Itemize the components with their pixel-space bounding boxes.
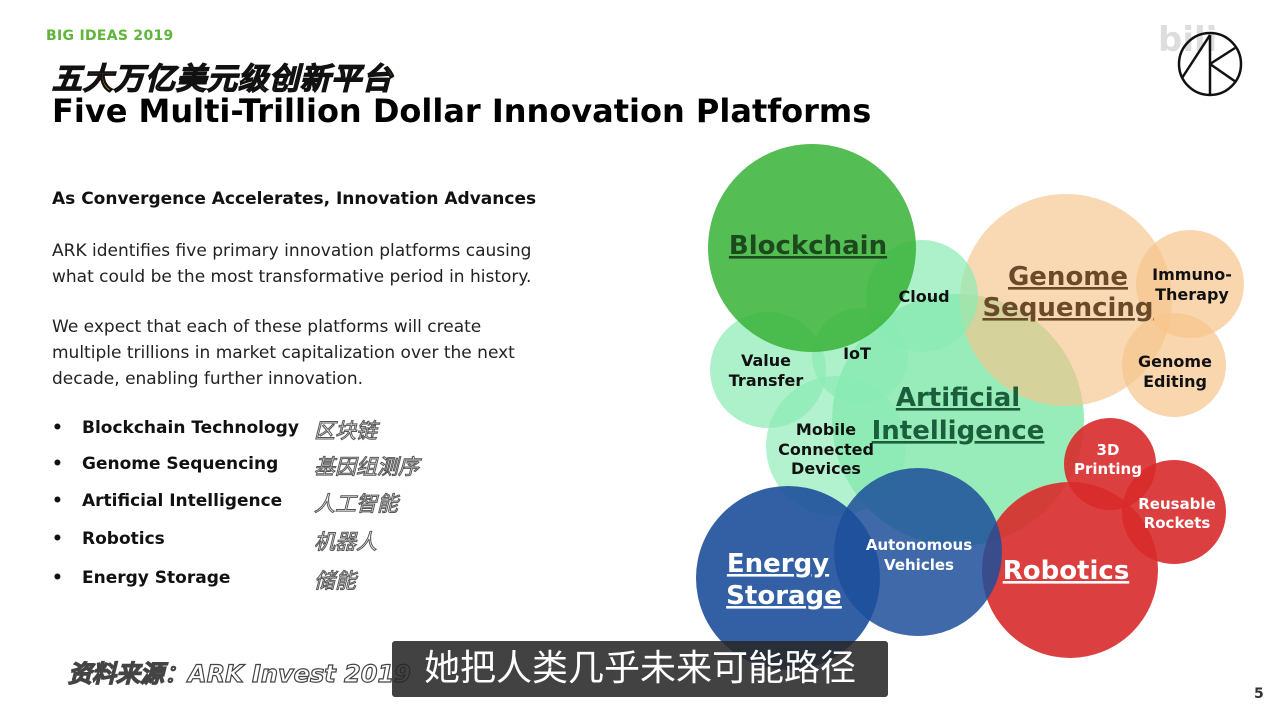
immuno-label-line1: Immuno-: [1152, 265, 1232, 284]
reusable-rockets-bubble: [1122, 460, 1226, 564]
auto-label-line2: Vehicles: [884, 556, 954, 574]
bullet-dot: •: [52, 568, 63, 588]
bullet-label: Blockchain Technology: [82, 418, 299, 438]
energy-label-line1: Energy: [727, 549, 829, 579]
bullet-label-chinese: 人工智能: [314, 492, 399, 517]
cloud-label: Cloud: [898, 287, 949, 306]
bullet-label-chinese: 储能: [314, 569, 357, 594]
printing-label-line2: Printing: [1074, 460, 1142, 478]
bullet-label: Robotics: [82, 529, 165, 549]
ai-label-line2: Intelligence: [872, 416, 1045, 446]
rockets-label-line1: Reusable: [1138, 495, 1216, 513]
title-chinese: 五大万亿美元级创新平台: [51, 61, 393, 97]
ai-label-line1: Artificial: [896, 383, 1020, 413]
mobile-devices-bubble: [766, 376, 906, 516]
bullet-dot: •: [52, 529, 63, 549]
bullet-dot: •: [52, 491, 63, 511]
bullet-label-chinese: 基因组测序: [314, 455, 420, 480]
mobile-label-line3: Devices: [791, 459, 861, 478]
immunotherapy-bubble: [1136, 230, 1244, 338]
video-subtitle: 她把人类几乎未来可能路径: [392, 641, 888, 697]
auto-label-line1: Autonomous: [866, 536, 972, 554]
bullet-dot: •: [52, 454, 63, 474]
ark-logo-icon: [1177, 31, 1243, 97]
paragraph-intro: ARK identifies five primary innovation p…: [52, 241, 532, 287]
blockchain-label: Blockchain: [729, 231, 887, 261]
robotics-label: Robotics: [1003, 556, 1130, 586]
mobile-label-line2: Connected: [778, 440, 874, 459]
genome-sequencing-bubble: [960, 194, 1172, 406]
genome-label-line2: Sequencing: [982, 293, 1153, 323]
blockchain-bubble: [708, 144, 916, 352]
editing-label-line2: Editing: [1143, 372, 1207, 391]
page-number: 5: [1254, 686, 1264, 702]
source-caption: 资料来源：ARK Invest 2019: [67, 659, 411, 688]
mobile-label-line1: Mobile: [796, 420, 856, 439]
transfer-label: Transfer: [729, 371, 804, 390]
robotics-bubble: [982, 482, 1158, 658]
editing-label-line1: Genome: [1138, 352, 1212, 371]
iot-label: IoT: [843, 344, 871, 363]
header-tag: BIG IDEAS 2019: [46, 28, 174, 44]
section-subhead: As Convergence Accelerates, Innovation A…: [52, 189, 537, 209]
genome-editing-bubble: [1122, 313, 1226, 417]
energy-storage-bubble: [696, 486, 880, 670]
genome-label-line1: Genome: [1008, 262, 1128, 292]
page-title: Five Multi-Trillion Dollar Innovation Pl…: [52, 92, 872, 130]
bullet-label-chinese: 区块链: [314, 419, 378, 444]
bullet-dot: •: [52, 418, 63, 438]
bullet-label: Energy Storage: [82, 568, 231, 588]
paragraph-expectation: We expect that each of these platforms w…: [52, 317, 515, 389]
printing-label-line1: 3D: [1097, 441, 1120, 459]
energy-label-line2: Storage: [726, 581, 842, 611]
bullet-label-chinese: 机器人: [314, 530, 378, 555]
rockets-label-line2: Rockets: [1144, 514, 1211, 532]
value-label: Value: [741, 351, 791, 370]
bullet-label: Artificial Intelligence: [82, 491, 283, 511]
bullet-label: Genome Sequencing: [82, 454, 279, 474]
immuno-label-line2: Therapy: [1155, 285, 1229, 304]
